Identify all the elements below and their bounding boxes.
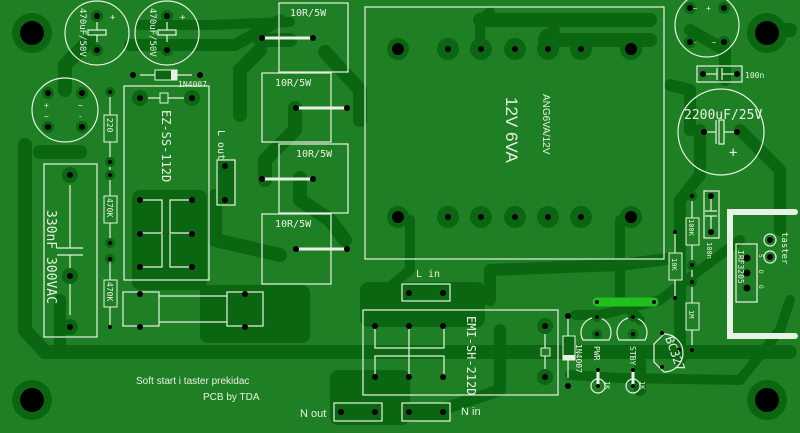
resistor-10r-4[interactable]: 10R/5W <box>261 213 350 285</box>
bridge-minus-label: - <box>78 112 83 121</box>
bridge-rectifier-left[interactable]: + ~ ~ - <box>31 77 99 143</box>
mosfet-pin-d: D <box>757 270 764 274</box>
relay-emi-sh-212d[interactable]: EMI-SH-212D <box>362 309 559 396</box>
connector-l-out-label: L out <box>215 130 226 160</box>
led-pwr[interactable]: PWR <box>580 312 612 361</box>
mounting-hole-bottom-right <box>747 380 787 420</box>
bridge-plus-label: + <box>706 4 711 13</box>
connector-n-out[interactable]: N out <box>300 402 383 422</box>
transformer-rating-label: 12V 6VA <box>502 97 521 164</box>
pushbutton-taster[interactable]: taster <box>763 232 789 265</box>
resistor-10r-2-label: 10R/5W <box>275 78 312 89</box>
board-credit: PCB by TDA <box>203 392 260 403</box>
bridge-ac-label: ~ <box>693 5 697 13</box>
relay-emi-label: EMI-SH-212D <box>464 316 478 395</box>
mounting-hole-top-right <box>747 13 787 53</box>
mounting-holes <box>12 13 787 420</box>
transformer-pins-top <box>387 38 642 60</box>
capacitor-470uf-a-label: 470uF/50V <box>77 8 87 57</box>
capacitor-2200uf-label: 2200uF/25V <box>684 108 762 123</box>
resistor-10r-1-label: 10R/5W <box>290 8 327 19</box>
capacitor-100n-right[interactable]: 100n <box>703 190 720 259</box>
resistor-10r-2[interactable]: 10R/5W <box>261 72 350 143</box>
bridge-ac-label: ~ <box>78 101 83 110</box>
resistor-10k-label: 10K <box>670 258 678 271</box>
capacitor-330nf-x2[interactable]: 330nF 300VAC <box>43 163 98 338</box>
resistor-100k[interactable]: 100K <box>685 191 700 265</box>
connector-n-out-label: N out <box>300 408 326 420</box>
bridge-ac-label: ~ <box>44 112 49 121</box>
diode-1n4007-top[interactable]: 1N4007 <box>130 69 207 89</box>
diode-1n4007-top-label: 1N4007 <box>178 80 207 89</box>
capacitor-2200uf[interactable]: 2200uF/25V + <box>677 88 765 176</box>
connector-l-in[interactable]: L in <box>401 269 451 302</box>
mosfet-irf3205[interactable]: IRF3205 S D G <box>735 243 764 303</box>
bridge-rectifier-right[interactable]: ~ + - ~ <box>674 0 740 58</box>
capacitor-100n-top[interactable]: 100n <box>696 65 764 83</box>
resistor-220[interactable]: 220 <box>103 87 118 160</box>
resistor-100k-label: 100K <box>687 219 695 237</box>
connector-l-out[interactable]: L out <box>215 130 236 206</box>
resistor-470k-b[interactable]: 470K <box>103 262 118 329</box>
resistor-1k-pwr-label: 1K <box>603 381 611 390</box>
diode-1n4007-bottom[interactable]: 1N4007 <box>562 313 583 389</box>
polarity-plus-label: + <box>110 13 116 23</box>
resistor-470k-b-label: 470K <box>105 282 114 301</box>
heatsink-bracket <box>727 209 798 339</box>
bridge-ac-label: ~ <box>712 39 716 47</box>
resistor-10k[interactable]: 10K <box>668 230 683 300</box>
resistor-10r-3-label: 10R/5W <box>296 149 333 160</box>
connector-n-in-label: N in <box>461 406 481 418</box>
jumper-wire[interactable] <box>592 297 659 307</box>
capacitor-470uf-b[interactable]: 470uF/50V + <box>134 0 200 66</box>
taster-label: taster <box>779 232 789 265</box>
connector-n-in[interactable]: N in <box>401 402 481 422</box>
capacitor-470uf-b-label: 470uF/50V <box>147 8 157 57</box>
resistor-10r-1[interactable]: 10R/5W <box>259 2 349 73</box>
resistor-1m[interactable]: 1M <box>685 260 700 355</box>
transformer-pins-bottom <box>387 206 642 228</box>
relay-ez-label: EZ-SS-112D <box>159 110 173 182</box>
mounting-hole-bottom-left <box>12 380 52 420</box>
mosfet-pin-g: G <box>757 285 764 289</box>
link-resistor-body <box>122 291 264 330</box>
transformer[interactable]: ANG6VA/12V 12V 6VA <box>364 6 665 260</box>
resistor-10r-3[interactable]: 10R/5W <box>259 143 349 214</box>
diode-1n4007-bottom-label: 1N4007 <box>574 344 583 373</box>
resistor-470k-a-label: 470K <box>105 198 114 217</box>
bridge-plus-label: + <box>44 101 49 110</box>
led-pwr-label: PWR <box>592 346 601 361</box>
capacitor-470uf-a[interactable]: 470uF/50V + <box>64 0 130 66</box>
resistor-1k-stby[interactable]: 1K <box>625 368 646 394</box>
transformer-model-label: ANG6VA/12V <box>540 94 551 155</box>
polarity-plus-label: + <box>729 145 737 161</box>
led-stby-label: STBY <box>628 346 637 365</box>
mosfet-pin-s: S <box>757 254 764 258</box>
capacitor-330nf-label: 330nF 300VAC <box>43 210 58 304</box>
polarity-plus-label: + <box>180 13 186 23</box>
mounting-hole-top-left <box>12 13 52 53</box>
capacitor-100n-top-label: 100n <box>745 71 764 80</box>
resistor-470k-a[interactable]: 470K <box>103 157 118 264</box>
board-title: Soft start i taster prekidac <box>136 376 249 387</box>
mosfet-label: IRF3205 <box>736 250 745 284</box>
capacitor-100n-right-label: 100n <box>705 242 713 259</box>
relay-ez-ss-112d[interactable]: EZ-SS-112D <box>123 85 210 281</box>
resistor-1k-pwr[interactable]: 1K <box>590 368 611 394</box>
resistor-10r-4-label: 10R/5W <box>275 219 312 230</box>
connector-l-in-label: L in <box>416 269 440 280</box>
resistor-1m-label: 1M <box>687 310 695 318</box>
resistor-1k-stby-label: 1K <box>638 381 646 390</box>
resistor-220-label: 220 <box>105 118 114 133</box>
led-stby[interactable]: STBY <box>616 312 648 365</box>
bridge-minus-label: - <box>693 39 697 47</box>
